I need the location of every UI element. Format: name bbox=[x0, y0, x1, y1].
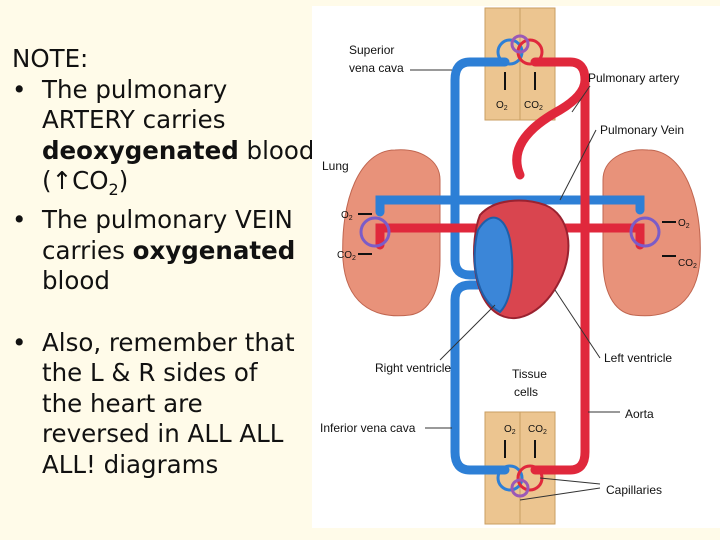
upper-capillary-mix bbox=[510, 34, 530, 54]
vena-cava-label: vena cava bbox=[349, 61, 404, 75]
bullet-1-line-2: ARTERY carries bbox=[42, 105, 226, 134]
bullet-1: • The pulmonary bbox=[12, 75, 312, 106]
left-lung-co2-label: CO2 bbox=[337, 250, 356, 262]
bullet-3-line-4: reversed in ALL ALL bbox=[42, 419, 284, 449]
bullet-1-line-1: The pulmonary bbox=[42, 74, 228, 104]
blood-word: blood bbox=[238, 135, 315, 165]
bullet-2-line-1: The pulmonary VEIN bbox=[42, 205, 293, 235]
aorta-label: Aorta bbox=[625, 407, 654, 421]
oxygenated-vessels bbox=[375, 57, 645, 475]
bullet-3-line-2: the L & R sides of bbox=[42, 358, 258, 388]
aorta-vessel bbox=[530, 57, 590, 475]
carries-word: carries bbox=[42, 235, 133, 265]
right-ventricle-chamber bbox=[473, 216, 514, 314]
up-arrow-icon: ↑ bbox=[51, 166, 73, 195]
bullet-dot: • bbox=[12, 205, 27, 235]
right-lung-co2-label: CO2 bbox=[678, 258, 697, 270]
left-lung bbox=[342, 149, 441, 317]
cells-label: cells bbox=[514, 385, 538, 399]
co2-text: CO bbox=[72, 166, 109, 195]
aortic-arch bbox=[512, 75, 590, 180]
right-lung-o2-label: O2 bbox=[678, 218, 690, 230]
lower-co2-label: CO2 bbox=[528, 424, 547, 436]
upper-o2-label: O2 bbox=[496, 100, 508, 112]
lower-capillary-mix bbox=[510, 478, 530, 498]
pulmonary-artery-label: Pulmonary artery bbox=[588, 71, 679, 85]
spacer bbox=[12, 297, 312, 328]
lung-label: Lung bbox=[322, 159, 349, 173]
pulmonary-vein-label: Pulmonary Vein bbox=[600, 123, 684, 137]
bullet-3: • Also, remember that bbox=[12, 328, 312, 359]
bullet-dot: • bbox=[12, 74, 27, 104]
capillary-clusters bbox=[359, 34, 661, 498]
right-ventricle-label: Right ventricle bbox=[375, 361, 451, 375]
bullet-2: • The pulmonary VEIN bbox=[12, 205, 312, 236]
deoxygenated-word: deoxygenated bbox=[42, 135, 239, 165]
inferior-vena-cava-label: Inferior vena cava bbox=[320, 421, 416, 435]
bullet-dot: • bbox=[12, 327, 27, 357]
capillaries-label: Capillaries bbox=[606, 483, 662, 497]
bullet-2-line-3: blood bbox=[42, 266, 110, 296]
oxygenated-word: oxygenated bbox=[132, 235, 296, 265]
lower-o2-label: O2 bbox=[504, 424, 516, 436]
lv-leader bbox=[554, 289, 601, 359]
right-lung bbox=[602, 149, 701, 317]
bullet-3-line-5: ALL! diagrams bbox=[42, 449, 219, 479]
superior-label: Superior bbox=[349, 43, 394, 57]
cap-leader-1 bbox=[539, 477, 601, 485]
bullet-1-line-3: deoxygenated blood bbox=[12, 135, 315, 167]
note-heading: NOTE: bbox=[12, 44, 89, 73]
upper-co2-label: CO2 bbox=[524, 100, 543, 112]
lower-capillary-blue bbox=[496, 464, 524, 492]
pv-leader bbox=[559, 129, 597, 201]
exchange-arrows bbox=[358, 72, 676, 458]
tissue-label: Tissue bbox=[512, 367, 547, 381]
diagram-labels: Superior vena cava Pulmonary artery Pulm… bbox=[320, 43, 684, 497]
bullet-3-line-3: the heart are bbox=[42, 388, 203, 418]
gas-labels: O2 CO2 O2 CO2 O2 CO2 O2 CO2 bbox=[337, 100, 697, 436]
co2-subscript: 2 bbox=[108, 179, 119, 199]
left-lung-capillary bbox=[359, 216, 391, 248]
leader-lines bbox=[410, 69, 620, 501]
cap-leader-2 bbox=[519, 487, 601, 501]
open-paren: ( bbox=[42, 166, 52, 195]
bullet-2-line-2: carries oxygenated bbox=[12, 236, 312, 267]
inferior-vena-cava-vessel bbox=[450, 280, 510, 475]
circulation-diagram: O2 CO2 O2 CO2 O2 CO2 O2 CO2 Superior ven… bbox=[312, 6, 720, 528]
pulmonary-vein-left bbox=[375, 223, 480, 250]
bullet-1-line-4: (↑CO2) bbox=[12, 166, 312, 205]
left-lung-o2-label: O2 bbox=[341, 210, 353, 222]
pulmonary-artery-right bbox=[498, 195, 645, 215]
close-paren: ) bbox=[118, 166, 129, 195]
pa-leader bbox=[571, 85, 591, 113]
right-lung-capillary bbox=[629, 216, 661, 248]
left-ventricle-label: Left ventricle bbox=[604, 351, 672, 365]
superior-vena-cava-vessel bbox=[450, 57, 510, 280]
rv-leader bbox=[439, 304, 496, 361]
bullet-3-line-1: Also, remember that bbox=[42, 327, 295, 357]
notes-text: NOTE: • The pulmonary ARTERY carries deox… bbox=[12, 44, 315, 480]
